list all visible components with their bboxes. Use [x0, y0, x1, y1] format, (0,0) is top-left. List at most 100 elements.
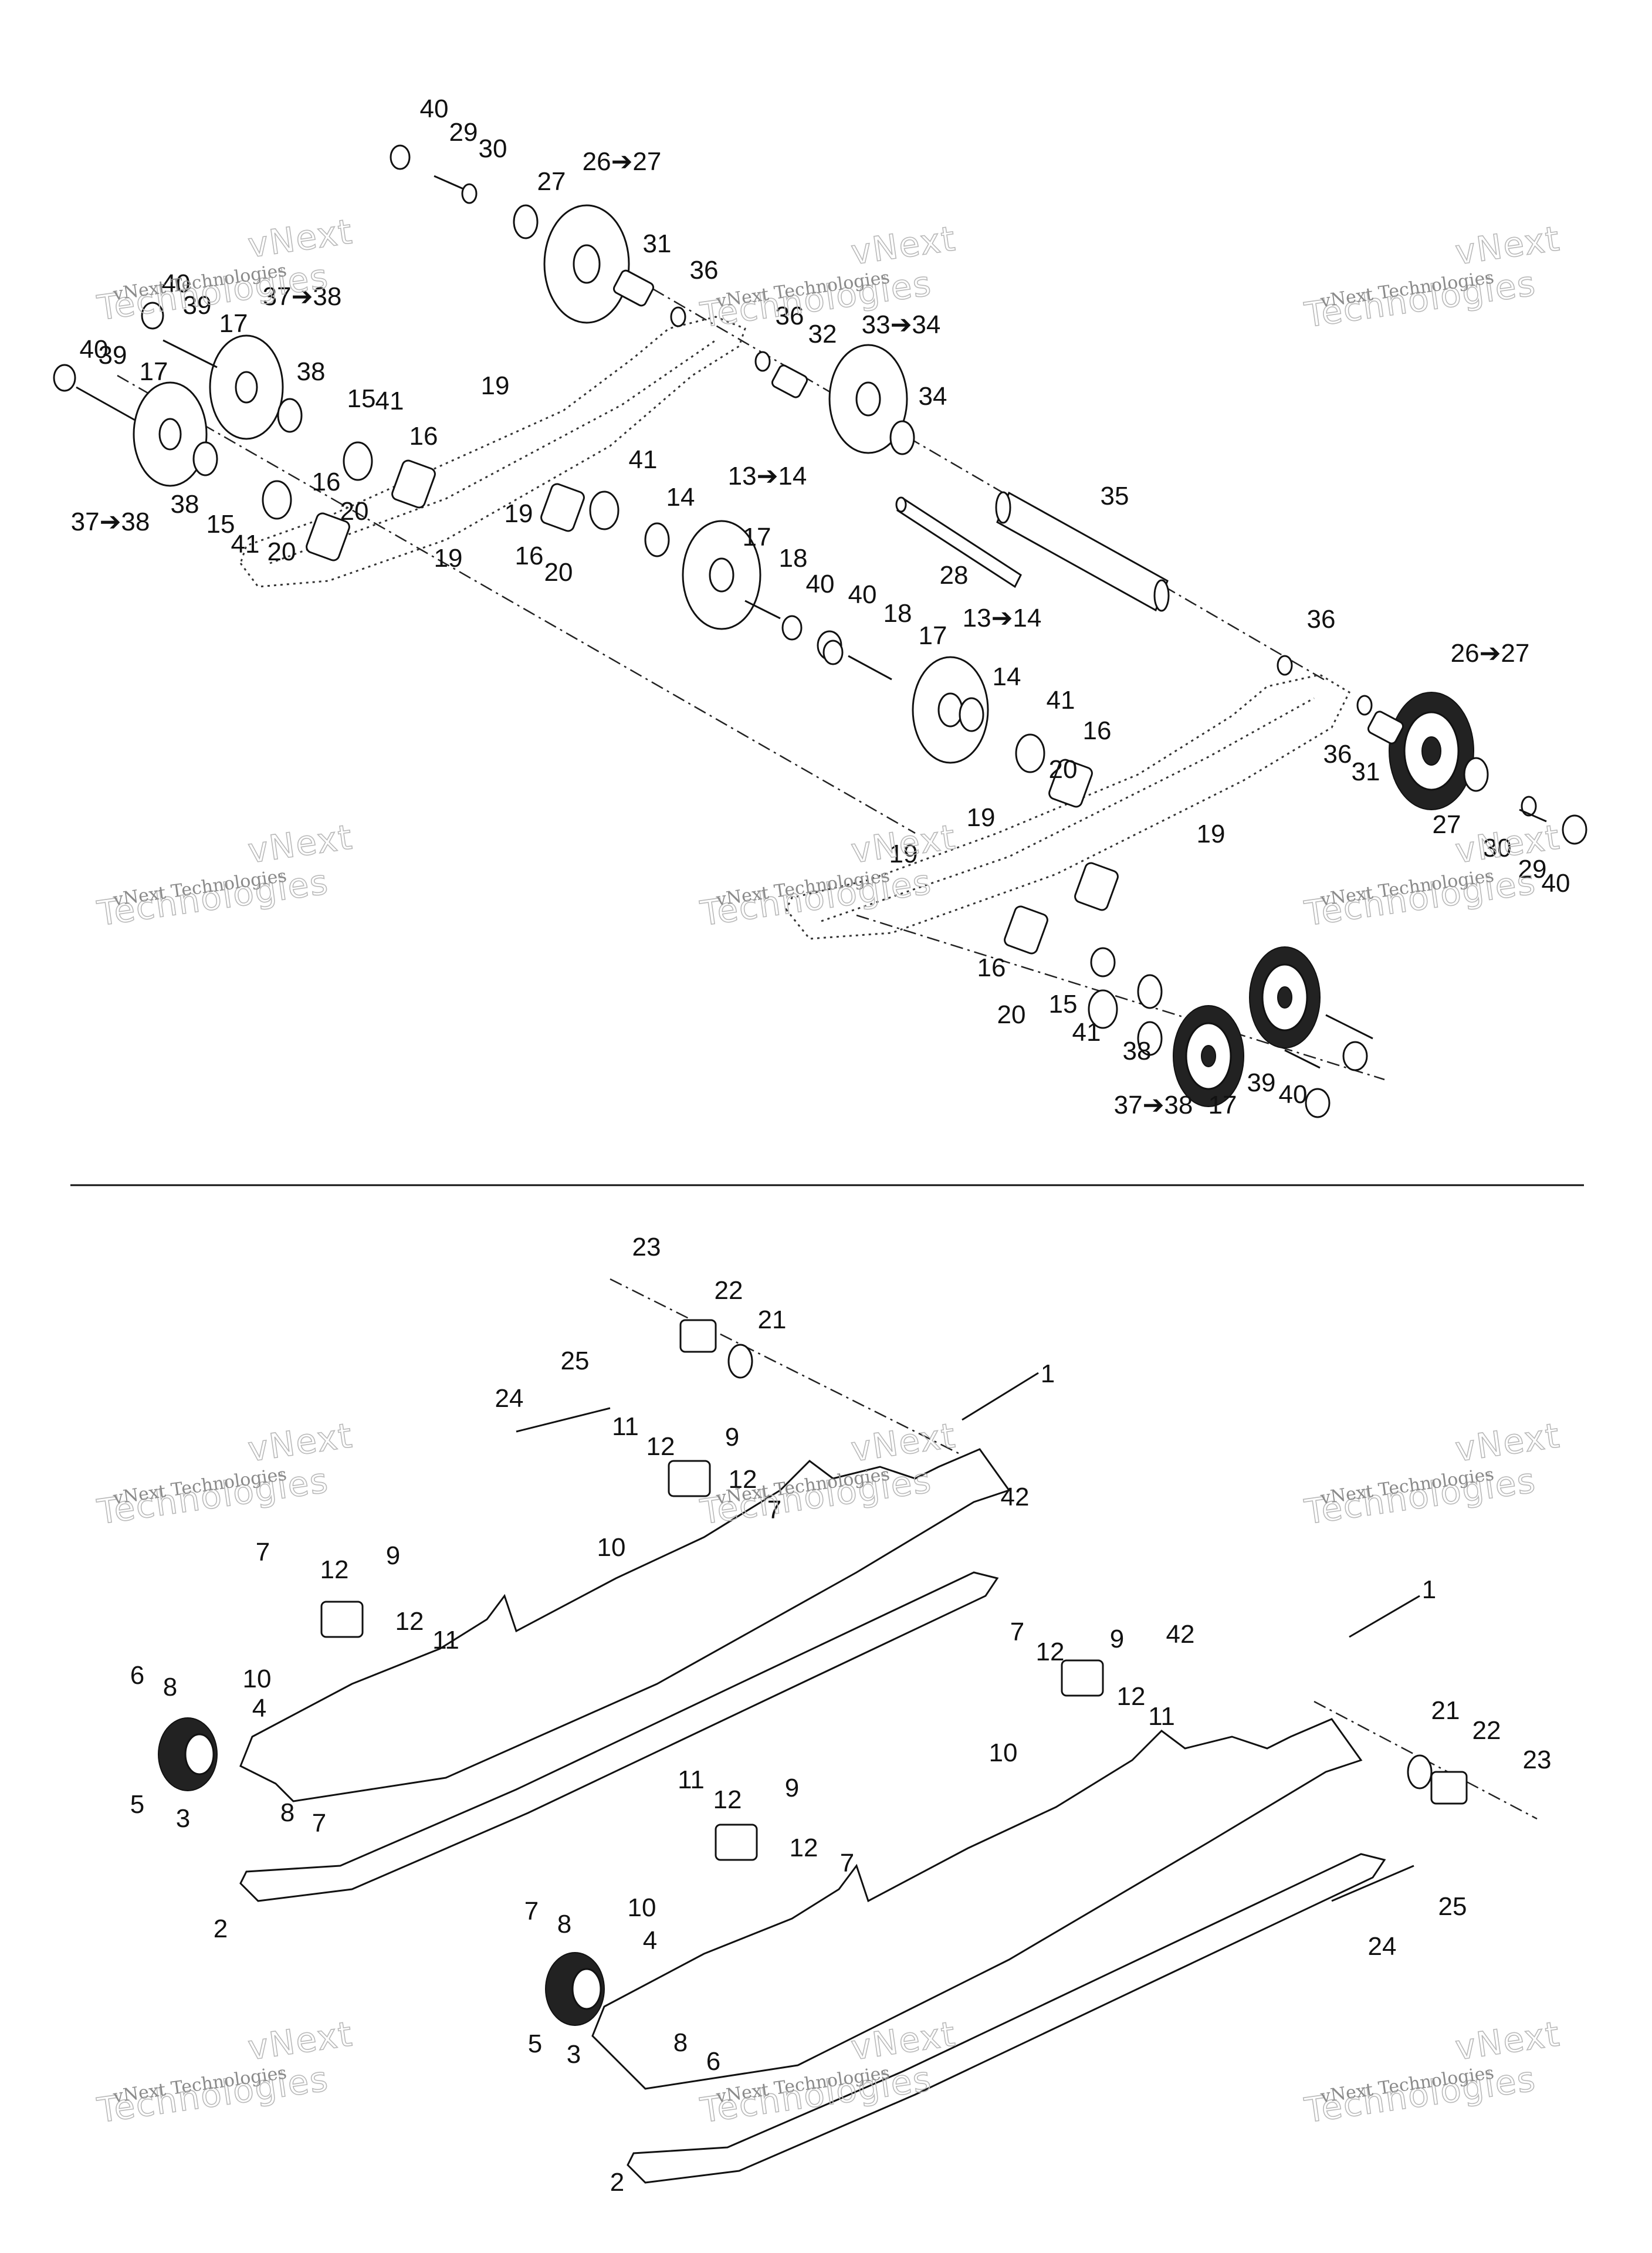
- callout-label: 10: [243, 1665, 272, 1693]
- callout-label: 15: [1049, 990, 1078, 1019]
- callout-label: 18: [779, 544, 808, 573]
- callout-label: 19: [889, 840, 918, 868]
- callout-label: 12: [1117, 1682, 1146, 1711]
- plate-22-upper: [679, 1319, 717, 1353]
- callout-label: 29: [449, 118, 478, 147]
- callout-label: 7: [840, 1849, 854, 1877]
- callout-label: 8: [163, 1673, 177, 1701]
- callout-label: 38: [297, 357, 326, 386]
- idler-wheel-37-upper: [209, 334, 284, 440]
- callout-label: 34: [919, 382, 947, 411]
- bearings-and-caps: [53, 144, 1587, 1118]
- bolt-24-lower: [1331, 1865, 1414, 1902]
- callout-label: 40: [848, 580, 877, 609]
- callout-label: 41: [1047, 686, 1075, 715]
- shaft-35: [995, 491, 1170, 612]
- callout-label: 2: [214, 1914, 228, 1943]
- callout-label: 27: [1433, 810, 1461, 839]
- callout-label: 2: [610, 2168, 624, 2197]
- callout-label: 25: [1438, 1892, 1467, 1921]
- leader-line-1: [1349, 1595, 1420, 1638]
- callout-label: 24: [495, 1384, 524, 1413]
- callout-label: 11: [678, 1765, 705, 1794]
- callout-label: 4: [643, 1926, 657, 1955]
- callout-label: 16: [977, 953, 1006, 982]
- callout-label: 36: [690, 256, 719, 285]
- callout-label: 20: [340, 497, 369, 526]
- slider-2-upper: [239, 1571, 999, 1902]
- callout-label: 40: [162, 269, 191, 298]
- callout-label: 19: [505, 499, 533, 528]
- callout-label: 40: [80, 335, 109, 364]
- callout-label: 23: [1523, 1745, 1552, 1774]
- callout-label: 1: [1041, 1359, 1055, 1388]
- callout-label: 3: [567, 2040, 581, 2069]
- idler-wheel-37-lower-b: [1173, 1005, 1244, 1107]
- leader-line-1: [962, 1372, 1039, 1421]
- watermark-brand: vNext: [1453, 1415, 1563, 1469]
- callout-label: 12: [646, 1432, 675, 1461]
- callout-label: 27: [537, 167, 566, 196]
- callout-label: 40: [420, 94, 449, 123]
- callout-label: 10: [989, 1738, 1018, 1767]
- callout-label: 19: [1197, 820, 1226, 848]
- callout-label: 25: [561, 1347, 590, 1375]
- callout-label: 5: [528, 2029, 542, 2058]
- idler-wheel-13-lower: [912, 656, 989, 764]
- lower-assembly: [158, 1278, 1538, 2184]
- callout-label: 21: [1431, 1696, 1460, 1725]
- watermark-brand: vNext: [849, 1415, 959, 1469]
- callout-label: 20: [268, 537, 296, 566]
- callout-label: 12: [790, 1833, 818, 1862]
- callout-label: 17: [743, 523, 771, 552]
- callout-label: 19: [967, 803, 996, 832]
- rail-1-lower: [591, 1718, 1363, 2090]
- callout-label: 22: [715, 1276, 743, 1305]
- callout-label: 15: [206, 510, 235, 539]
- callout-label: 42: [1166, 1620, 1195, 1649]
- callout-label: 7: [1010, 1618, 1024, 1646]
- shaft-28: [895, 496, 1022, 588]
- callout-label: 20: [997, 1000, 1026, 1029]
- callout-label: 32: [808, 320, 837, 349]
- callout-label: 9: [785, 1774, 799, 1802]
- callout-label: 18: [883, 599, 912, 628]
- callout-label: 7: [312, 1809, 326, 1838]
- callout-label: 20: [544, 558, 573, 587]
- bumper-5-upper: [158, 1717, 218, 1791]
- callout-label: 12: [713, 1785, 742, 1814]
- callout-label: 3: [176, 1804, 190, 1833]
- callout-label: 23: [632, 1233, 661, 1261]
- callout-label: 30: [1483, 834, 1512, 862]
- callout-label: 12: [729, 1465, 757, 1494]
- wheel-axis-line: [610, 263, 1326, 682]
- watermark-brand: vNext: [1453, 218, 1563, 272]
- left-side-frame: [239, 316, 746, 588]
- callout-label: 17: [219, 309, 248, 338]
- idler-wheel-37-left: [133, 381, 208, 487]
- callout-label: 9: [1110, 1625, 1124, 1653]
- callout-label: 16: [409, 422, 438, 451]
- callout-label: 41: [1072, 1018, 1101, 1047]
- bolt-axis-line: [610, 1278, 963, 1456]
- wheel-axis-line: [117, 374, 916, 834]
- watermark-brand: vNext: [246, 211, 356, 265]
- callout-label: 31: [643, 229, 672, 258]
- callout-label: 10: [597, 1533, 626, 1562]
- callout-label: 42: [1001, 1483, 1030, 1511]
- callout-label: 33➔34: [862, 310, 941, 339]
- callout-label: 37➔38: [263, 282, 342, 311]
- callout-label: 17: [919, 621, 947, 650]
- plate-21-upper: [727, 1344, 753, 1379]
- plate-22-lower: [1430, 1771, 1468, 1805]
- idler-wheel-37-lower-a: [1249, 946, 1321, 1048]
- callout-label: 38: [1123, 1037, 1152, 1065]
- callout-label: 20: [1049, 755, 1078, 784]
- callout-label: 12: [1036, 1638, 1065, 1666]
- watermark-brand: vNext: [246, 2014, 356, 2068]
- callout-label: 14: [993, 662, 1021, 691]
